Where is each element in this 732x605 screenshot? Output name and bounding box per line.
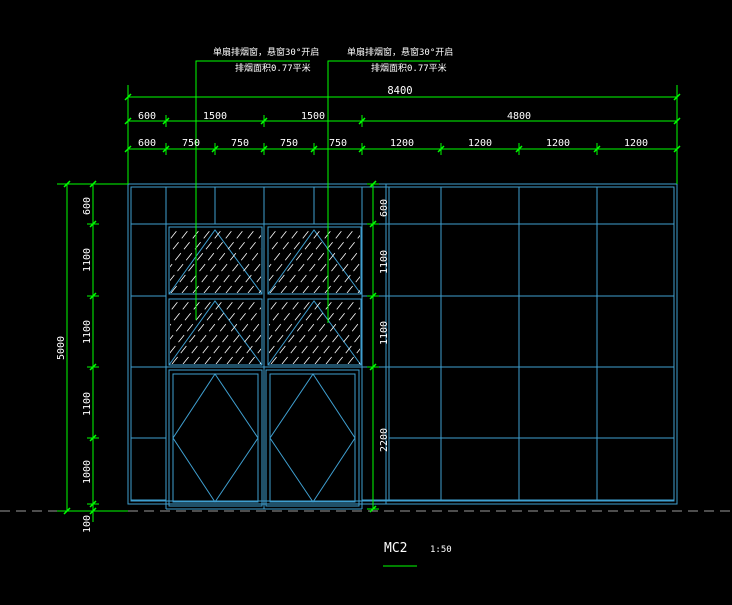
dim-label: 1100 xyxy=(82,392,93,416)
door-swing-diamond xyxy=(172,373,259,503)
dim-label: 4800 xyxy=(507,111,531,122)
dim-label: 1200 xyxy=(624,138,648,149)
door-swing-diamond xyxy=(269,373,356,503)
dim-label: 1500 xyxy=(203,111,227,122)
dim-label: 1100 xyxy=(82,248,93,272)
dim-label: 600 xyxy=(138,138,156,149)
door-leaf xyxy=(265,369,360,507)
dim-label: 750 xyxy=(231,138,249,149)
dim-label: 600 xyxy=(82,197,93,215)
dim-label: 2200 xyxy=(379,428,390,452)
dim-label: 1100 xyxy=(379,250,390,274)
frame-inner xyxy=(130,186,675,502)
drawing-title: MC2 xyxy=(384,541,407,556)
dim-label: 1100 xyxy=(379,321,390,345)
dim-label: 600 xyxy=(379,199,390,217)
note-line1: 单扇排烟窗，悬窗30°开启 xyxy=(213,46,319,58)
frame-outer xyxy=(127,183,678,505)
dim-label: 750 xyxy=(329,138,347,149)
dimension-ticks xyxy=(61,91,681,515)
dim-label: 1200 xyxy=(468,138,492,149)
dim-bottom-offset: 100 xyxy=(82,515,93,533)
window-sash xyxy=(267,298,362,366)
drawing-scale: 1:50 xyxy=(430,545,452,555)
dim-label: 1500 xyxy=(301,111,325,122)
dim-label: 600 xyxy=(138,111,156,122)
window-sash xyxy=(267,226,362,295)
note-line2: 排烟面积0.77平米 xyxy=(235,62,311,74)
dim-label: 750 xyxy=(280,138,298,149)
dim-label: 1200 xyxy=(546,138,570,149)
dim-label: 1000 xyxy=(82,460,93,484)
dim-label: 750 xyxy=(182,138,200,149)
window-sash xyxy=(168,226,263,295)
note-line2: 排烟面积0.77平米 xyxy=(371,62,447,74)
door-leaf xyxy=(168,369,263,507)
dim-label: 1100 xyxy=(82,320,93,344)
note-line1: 单扇排烟窗，悬窗30°开启 xyxy=(347,46,453,58)
window-sash xyxy=(168,298,263,366)
curtain-wall-frame xyxy=(127,183,678,510)
dim-overall-width: 8400 xyxy=(387,85,412,97)
dim-overall-height: 5000 xyxy=(56,336,67,360)
dim-label: 1200 xyxy=(390,138,414,149)
